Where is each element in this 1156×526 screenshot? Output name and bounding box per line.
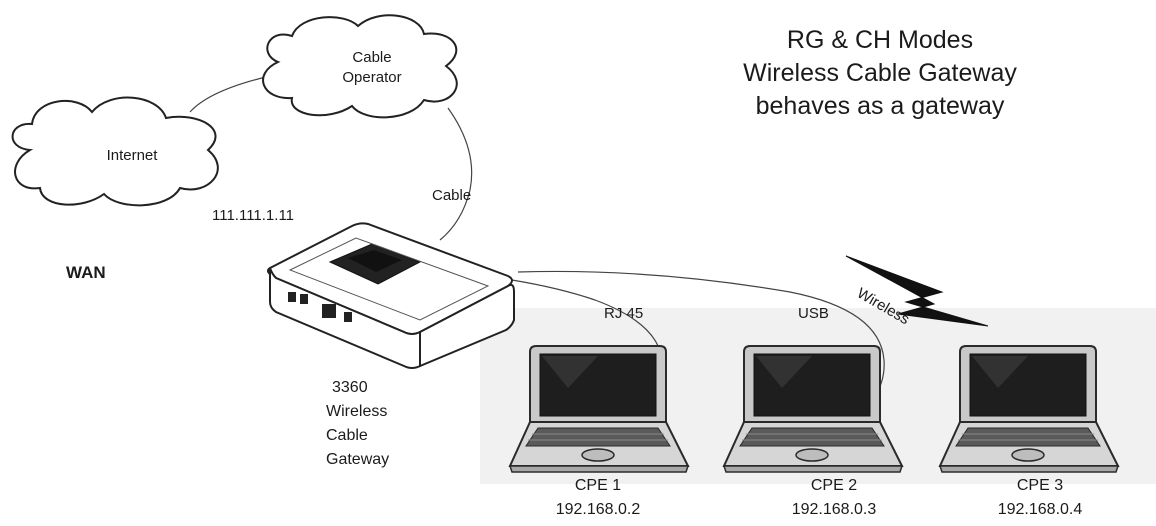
cpe-2-ip: 192.168.0.3 — [792, 501, 877, 518]
internet-label: Internet — [107, 147, 159, 164]
title-line-1: RG & CH Modes — [787, 26, 973, 54]
cpe-2: CPE 2 192.168.0.3 — [723, 345, 903, 518]
cpe-2-name: CPE 2 — [811, 477, 857, 494]
cloud-icon — [11, 96, 219, 207]
wan-ip-label: 111.111.1.11 — [212, 207, 294, 224]
cloud-icon — [262, 14, 458, 119]
internet-cloud: Internet — [11, 96, 219, 207]
operator-label-line1: Cable — [352, 49, 391, 66]
title-line-2: Wireless Cable Gateway — [743, 59, 1017, 87]
diagram-title: RG & CH Modes Wireless Cable Gateway beh… — [743, 26, 1017, 120]
cpe-3: CPE 3 192.168.0.4 — [939, 345, 1119, 518]
cable-link — [439, 107, 473, 241]
operator-label-line2: Operator — [342, 69, 401, 86]
usb-link — [517, 270, 885, 411]
wan-label: WAN — [66, 263, 106, 282]
title-line-3: behaves as a gateway — [756, 92, 1005, 120]
laptop-icon — [939, 345, 1119, 473]
gateway-caption: 3360 Wireless Cable Gateway — [326, 379, 389, 468]
gateway-device-icon — [267, 222, 515, 369]
cpe-3-ip: 192.168.0.4 — [998, 501, 1083, 518]
cpe-1-name: CPE 1 — [575, 477, 621, 494]
gateway-line-4: Gateway — [326, 451, 389, 468]
lightning-bolt-icon — [845, 255, 989, 327]
laptop-icon — [509, 345, 689, 473]
gateway-line-3: Cable — [326, 427, 368, 444]
usb-label: USB — [798, 305, 829, 322]
cable-label: Cable — [432, 187, 471, 204]
gateway-line-2: Wireless — [326, 403, 387, 420]
rj45-label: RJ 45 — [604, 305, 643, 322]
cable-operator-cloud: Cable Operator — [262, 14, 458, 119]
cpe-1: CPE 1 192.168.0.2 — [509, 345, 689, 518]
internet-operator-link — [189, 75, 271, 113]
gateway-model: 3360 — [332, 379, 368, 396]
laptop-icon — [723, 345, 903, 473]
cpe-3-name: CPE 3 — [1017, 477, 1063, 494]
cpe-1-ip: 192.168.0.2 — [556, 501, 641, 518]
